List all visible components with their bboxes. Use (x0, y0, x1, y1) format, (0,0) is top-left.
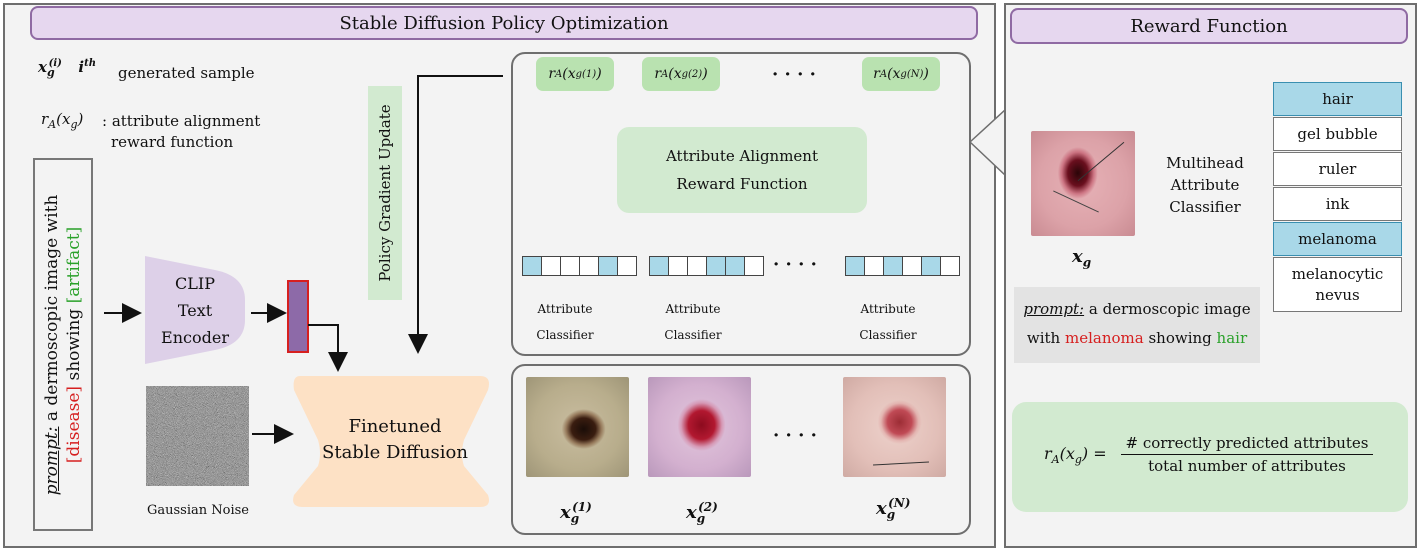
sdpo-title: Stable Diffusion Policy Optimization (30, 6, 978, 40)
arf-line-1: Attribute Alignment (665, 147, 818, 165)
acn-line-1: Attribute (860, 302, 916, 316)
policy-update-box (368, 86, 402, 300)
callout-connector (969, 108, 1006, 177)
text-embedding (287, 280, 309, 353)
mh-line-1: Multihead (1166, 154, 1244, 172)
ruler-line (873, 461, 929, 466)
reward-formula-box (1012, 402, 1408, 512)
sd-line-1: Finetuned (348, 416, 442, 437)
vector-cell (560, 256, 580, 276)
attribute-ink: ink (1273, 187, 1402, 221)
rp-line1: a dermoscopic image (1088, 300, 1251, 318)
vector-cell (883, 256, 903, 276)
attr-classifier-n-label: Attribute Classifier (843, 296, 933, 348)
rp-label: prompt: (1023, 300, 1085, 318)
ac2-line-2: Classifier (664, 328, 722, 342)
vector-cell (541, 256, 561, 276)
clip-line-3: Encoder (161, 327, 229, 347)
vector-cell (744, 256, 764, 276)
rp-disease: melanoma (1064, 329, 1144, 347)
mh-line-2: Attribute (1170, 176, 1240, 194)
attribute-ruler: ruler (1273, 152, 1402, 186)
sample-ellipsis: · · · · (773, 425, 817, 446)
sample-label-2: xg(2) (686, 500, 718, 526)
vector-cell (617, 256, 637, 276)
input-image-label: xg (1072, 246, 1092, 270)
clip-line-2: Text (177, 300, 213, 320)
sample-image-1 (526, 377, 629, 477)
sample-label-n: xg(N) (876, 496, 911, 522)
attribute-melanocytic-nevus: melanocytic nevus (1273, 257, 1402, 312)
ac2-line-1: Attribute (665, 302, 721, 316)
acn-line-2: Classifier (859, 328, 917, 342)
hair-strand (1053, 190, 1099, 213)
reward-formula-fraction: # correctly predicted attributes total n… (1121, 434, 1373, 475)
gaussian-noise-label: Gaussian Noise (147, 503, 249, 518)
formula-denominator: total number of attributes (1148, 457, 1346, 475)
vector-cell (579, 256, 599, 276)
formula-numerator: # correctly predicted attributes (1121, 434, 1373, 455)
clip-line-1: CLIP (175, 273, 215, 293)
vector-cell (687, 256, 707, 276)
vector-cell (706, 256, 726, 276)
reward-prompt-text: prompt: a dermoscopic image with melanom… (1014, 295, 1260, 353)
vector-cell (845, 256, 865, 276)
attr-vector-1 (522, 256, 637, 276)
attr-vector-2 (649, 256, 764, 276)
ac1-line-2: Classifier (536, 328, 594, 342)
attribute-gel-bubble: gel bubble (1273, 117, 1402, 151)
vector-cell (649, 256, 669, 276)
clip-encoder-label: CLIP Text Encoder (150, 270, 240, 350)
vector-cell (522, 256, 542, 276)
mh-line-3: Classifier (1169, 198, 1241, 216)
attribute-melanoma: melanoma (1273, 222, 1402, 256)
arrow-policy-update (408, 75, 503, 354)
arrow-embed-sd (308, 324, 348, 372)
vector-cell (921, 256, 941, 276)
vector-cell (598, 256, 618, 276)
finetuned-sd-label: Finetuned Stable Diffusion (305, 410, 485, 470)
legend-reward-desc-1: : attribute alignment (102, 112, 261, 130)
clip-encoder-shape (145, 256, 245, 364)
vector-cell (668, 256, 688, 276)
vector-cell (940, 256, 960, 276)
ac1-line-1: Attribute (537, 302, 593, 316)
finetuned-sd-shape (293, 376, 489, 507)
input-image-xg (1031, 131, 1135, 236)
prompt-box (33, 158, 93, 531)
sd-line-2: Stable Diffusion (322, 442, 468, 463)
legend-sample-symbol: xg(i) ith (38, 58, 96, 79)
vector-cell (902, 256, 922, 276)
multihead-classifier-label: Multihead Attribute Classifier (1163, 150, 1247, 220)
sample-image-n (843, 377, 946, 477)
sample-image-2 (648, 377, 751, 477)
attr-classifier-2-label: Attribute Classifier (648, 296, 738, 348)
reward-formula-lhs: rA(xg) = (1044, 444, 1107, 467)
rp-showing: showing (1148, 329, 1212, 347)
legend-reward-desc-2: reward function (111, 133, 234, 151)
rp-with: with (1026, 329, 1061, 347)
vector-ellipsis: · · · · (773, 254, 817, 275)
gaussian-noise-image (146, 386, 249, 486)
policy-update-label: Policy Gradient Update (376, 104, 394, 282)
arf-line-2: Reward Function (676, 175, 808, 193)
reward-prompt-box (1014, 287, 1260, 363)
legend-sample-desc: generated sample (118, 64, 255, 82)
attr-classifier-1-label: Attribute Classifier (520, 296, 610, 348)
reward-ellipsis: · · · · (772, 64, 816, 85)
legend-reward-symbol: rA(xg) (41, 110, 84, 131)
attribute-hair: hair (1273, 82, 1402, 116)
vector-cell (864, 256, 884, 276)
attribute-reward-function: Attribute Alignment Reward Function (617, 127, 867, 213)
reward-subpanel (511, 52, 971, 356)
rp-artifact: hair (1216, 329, 1248, 347)
attr-vector-n (845, 256, 960, 276)
sample-label-1: xg(1) (560, 500, 592, 526)
reward-panel-title: Reward Function (1010, 8, 1408, 44)
hair-strand (1077, 141, 1125, 182)
vector-cell (725, 256, 745, 276)
